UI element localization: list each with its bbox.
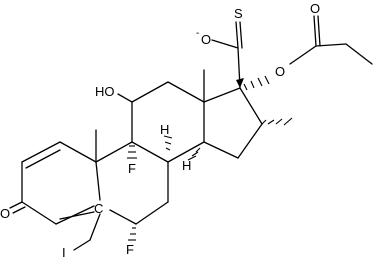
ring-b <box>95 141 169 225</box>
fluoro-c9 <box>127 145 137 159</box>
thiolate-oxygen-label: O <box>201 32 211 47</box>
fluoro-c6 <box>128 227 136 241</box>
c14-hydrogen <box>187 147 201 161</box>
ester-carbonyl-oxygen-label: O <box>310 1 320 16</box>
hydrogen-c14-label: H <box>182 158 191 173</box>
c8-hydrogen <box>163 135 173 151</box>
ketone <box>9 201 26 214</box>
hydroxyl-bond <box>117 93 133 103</box>
propionate-ester <box>243 15 373 91</box>
ring-d <box>203 87 263 159</box>
ring-c <box>131 81 205 163</box>
hydroxyl-label: HO <box>95 84 115 99</box>
iodine-label: I <box>62 245 66 260</box>
iodomethyl <box>73 213 101 251</box>
fluorine-c9-label: F <box>128 161 136 176</box>
hydrogen-c8-label: H <box>160 122 169 137</box>
thiocarboxylate <box>211 21 244 89</box>
ester-oxygen-label: O <box>275 64 285 79</box>
fluorine-c6-label: F <box>126 242 134 257</box>
negative-charge-label: - <box>196 28 199 39</box>
thione-sulfur-label: S <box>234 6 243 21</box>
methyl-c16 <box>261 117 293 126</box>
ring-a <box>21 141 101 225</box>
ketone-oxygen-label: O <box>0 206 10 221</box>
carbon-label: C <box>94 201 103 216</box>
